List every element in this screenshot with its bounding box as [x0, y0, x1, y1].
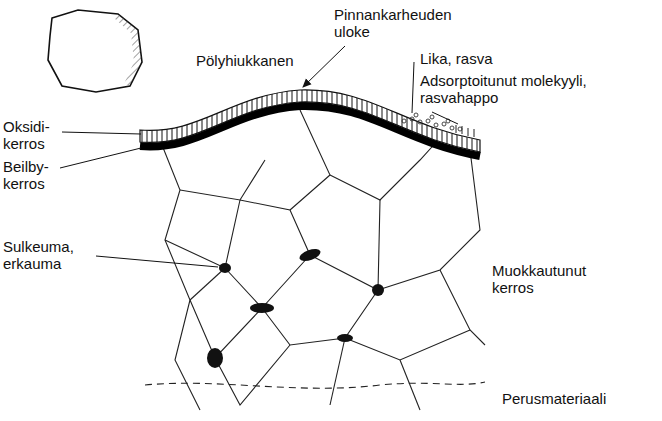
dust-particle — [48, 10, 142, 92]
base-boundary — [145, 382, 485, 388]
base-label: Perusmateriaali — [502, 390, 606, 407]
dust-label: Pölyhiukkanen — [196, 52, 294, 69]
leader-lines — [60, 46, 458, 267]
dirt-grease — [402, 113, 462, 131]
worked-layer-label: Muokkautunut kerros — [492, 262, 604, 296]
roughness-label: Pinnankarheuden uloke — [334, 6, 459, 40]
beilby-label: Beilby- kerros — [3, 158, 61, 192]
inclusion-label: Sulkeuma, erkauma — [3, 238, 95, 272]
adsorbed-molecules — [456, 125, 474, 137]
dirt-label: Lika, rasva — [420, 50, 493, 67]
oxide-label: Oksidi- kerros — [3, 118, 61, 152]
molecule-label: Adsorptoitunut molekyyli, rasvahappo — [420, 72, 610, 106]
grain-boundaries — [160, 110, 485, 410]
inclusions — [207, 247, 384, 368]
